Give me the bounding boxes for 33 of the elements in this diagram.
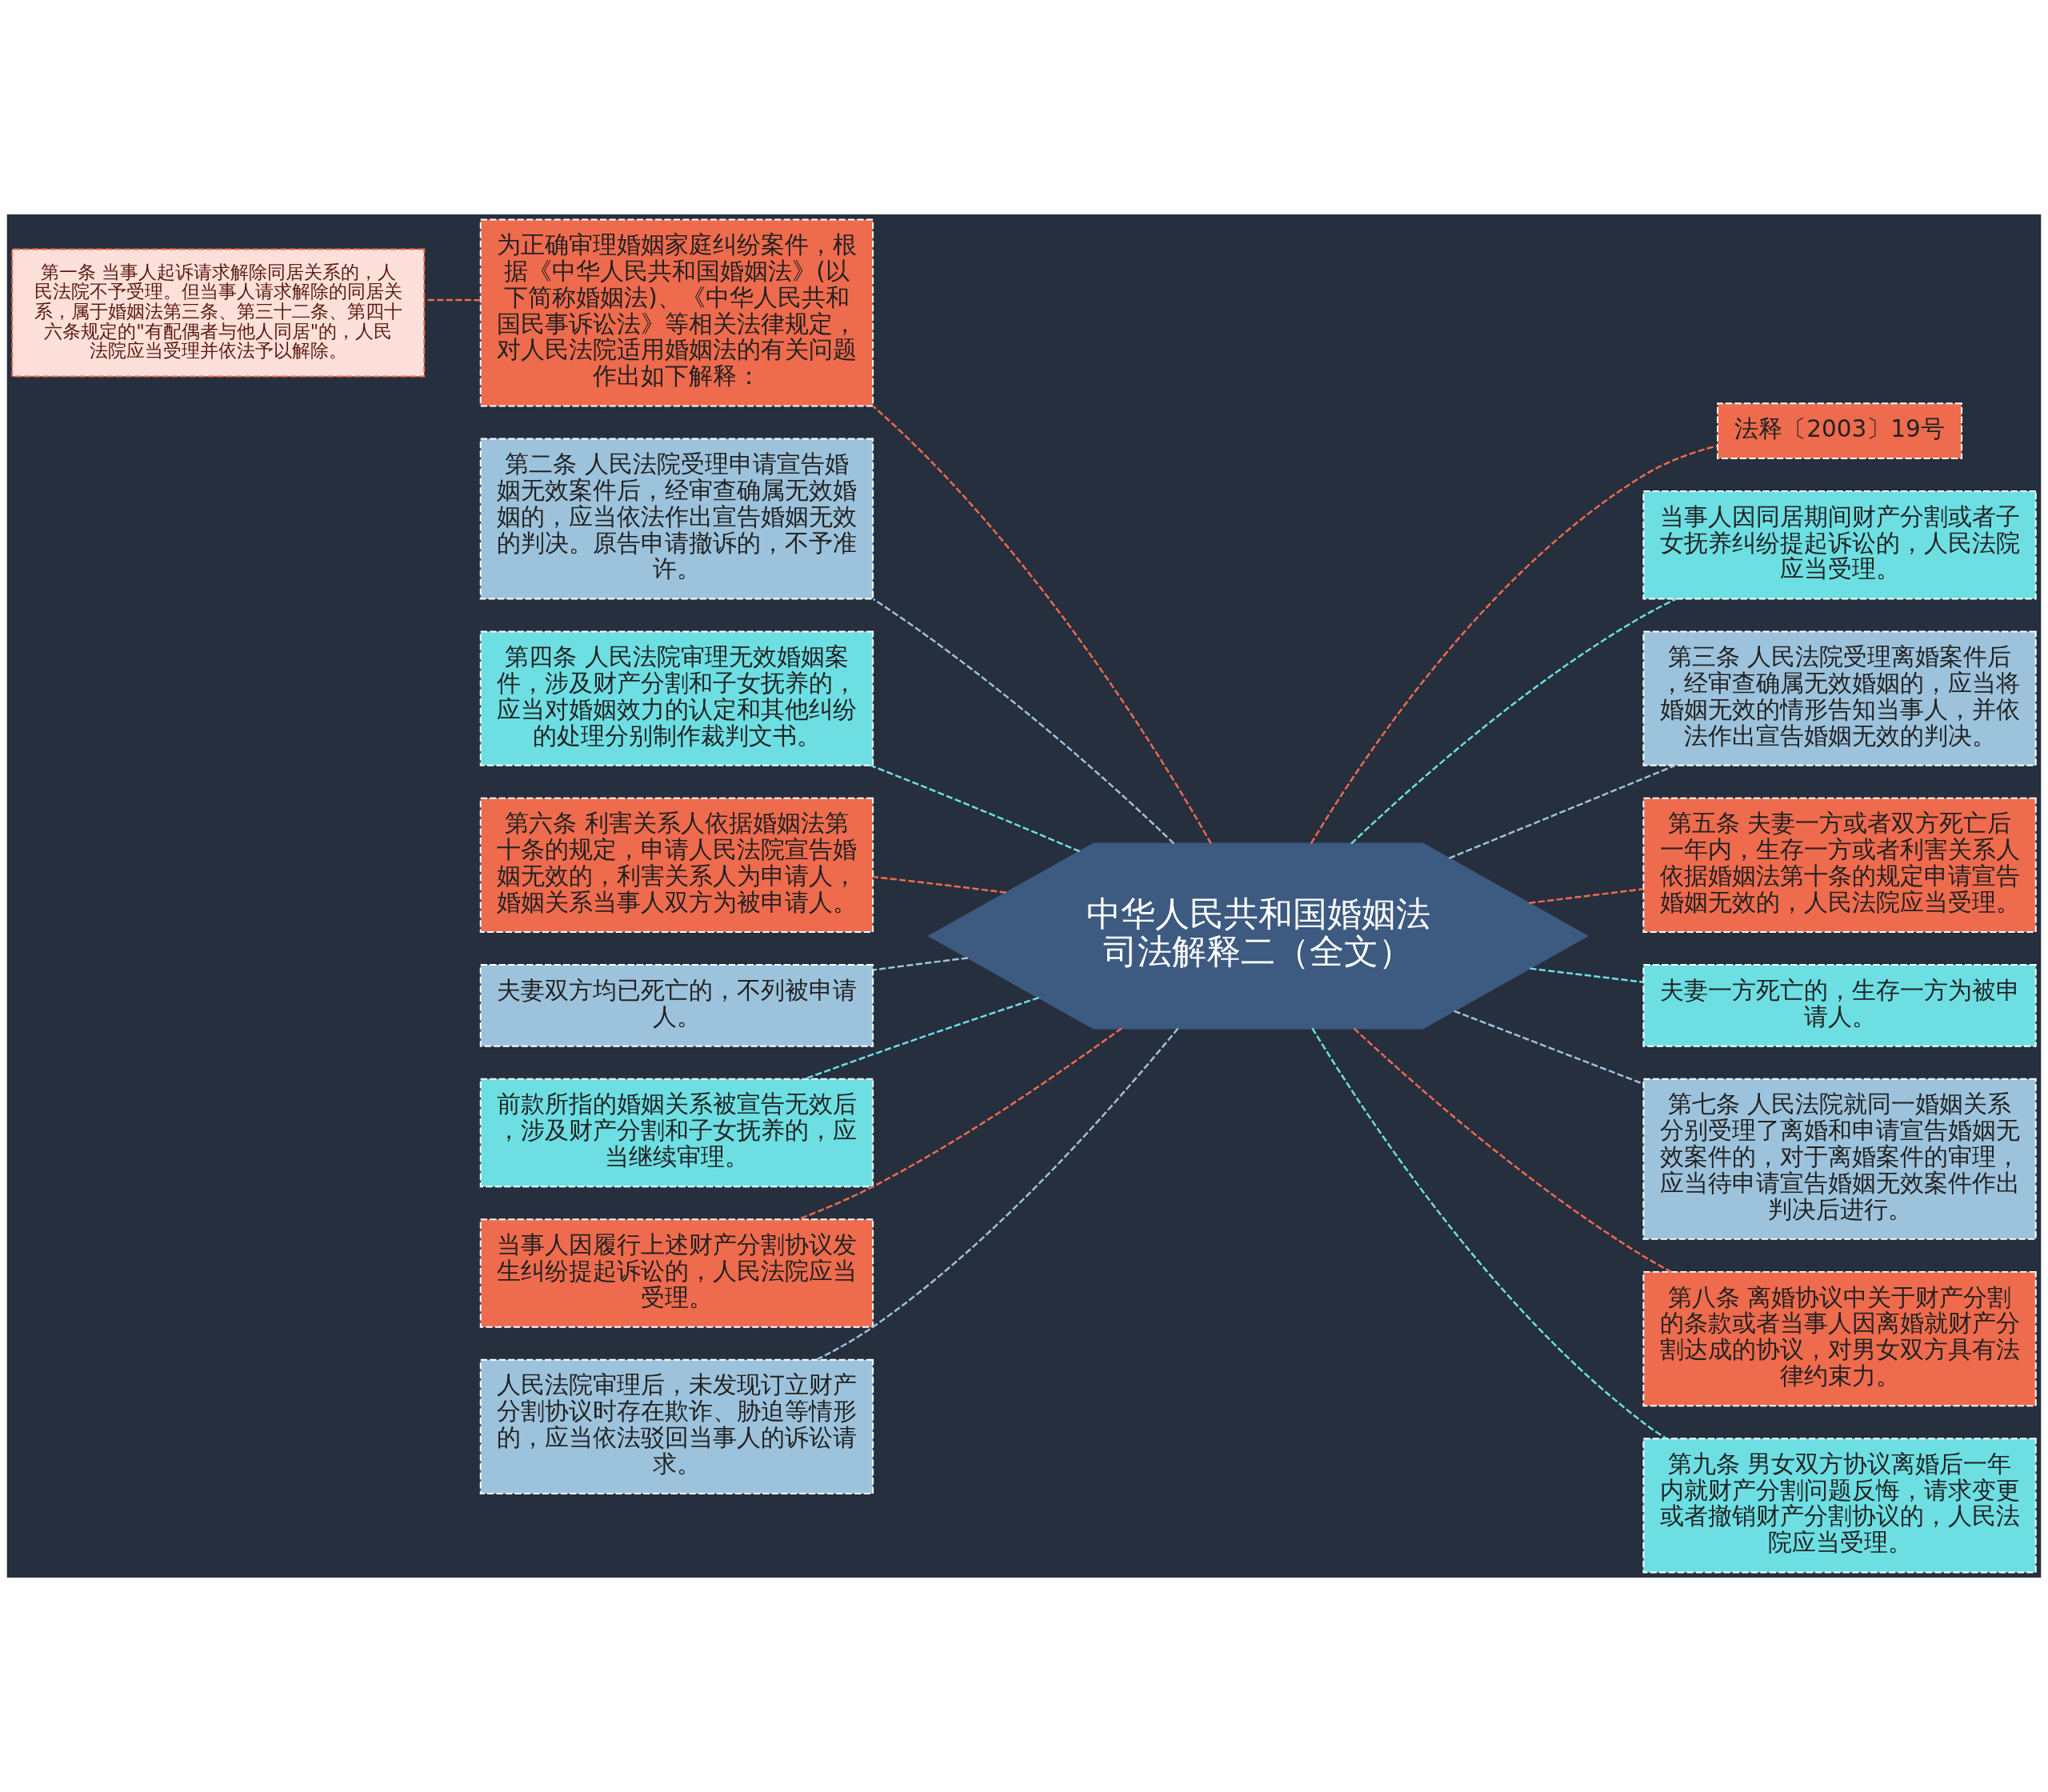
connector	[873, 406, 1212, 845]
node-box: 夫妻双方均已死亡的，不列被申请人。	[479, 964, 874, 1047]
node-box: 第五条 夫妻一方或者双方死亡后一年内，生存一方或者利害关系人依据婚姻法第十条的规定申请宣告婚姻无效的，人民法院应当受理。	[1642, 797, 2037, 934]
connector	[870, 764, 1081, 853]
connector	[873, 875, 1006, 894]
connector	[1311, 1027, 1667, 1439]
node-box: 第九条 男女双方协议离婚后一年内就财产分割问题反悔，请求变更或者撤销财产分割协议的，人民法院应当受理。	[1642, 1438, 2037, 1574]
connector	[804, 996, 1039, 1080]
node-box: 第三条 人民法院受理离婚案件后，经审查确属无效婚姻的，应当将婚姻无效的情形告知当事人，并依法作出宣告婚姻无效的判决。	[1642, 630, 2037, 766]
node-box: 法释〔2003〕19号	[1717, 402, 1963, 460]
node-box: 第四条 人民法院审理无效婚姻案件，涉及财产分割和子女抚养的，应当对婚姻效力的认定和其他纠纷的处理分别制作裁判文书。	[479, 630, 874, 766]
connector	[816, 1027, 1179, 1361]
connector	[1448, 764, 1676, 859]
node-box: 当事人因同居期间财产分割或者子女抚养纠纷提起诉讼的，人民法院应当受理。	[1642, 490, 2037, 600]
connector	[1350, 598, 1677, 845]
node-box: 为正确审理婚姻家庭纠纷案件，根据《中华人民共和国婚姻法》(以下简称婚姻法)、《中华人民共和国民事诉讼法》等相关法律规定，对人民法院适用婚姻法的有关问题作出如下解释：	[479, 218, 874, 407]
node-box: 第一条 当事人起诉请求解除同居关系的，人民法院不予受理。但当事人请求解除的同居关系，属于婚姻法第三条、第三十二条、第四十六条规定的"有配偶者与他人同居"的，人民法院应当受理并依法予以解除。	[11, 248, 426, 378]
node-box: 第七条 人民法院就同一婚姻关系分别受理了离婚和申请宣告婚姻无效案件的，对于离婚案件的审理，应当待申请宣告婚姻无效案件作出判决后进行。	[1642, 1078, 2037, 1240]
connector	[1530, 967, 1644, 983]
connector	[1353, 1027, 1672, 1273]
node-box: 第六条 利害关系人依据婚姻法第十条的规定，申请人民法院宣告婚姻无效的，利害关系人为申请人，婚姻关系当事人双方为被申请人。	[479, 797, 874, 934]
connector	[1454, 1010, 1644, 1085]
node-box: 夫妻一方死亡的，生存一方为被申请人。	[1642, 964, 2037, 1047]
connector	[1529, 888, 1644, 904]
node-box: 前款所指的婚姻关系被宣告无效后，涉及财产分割和子女抚养的，应当继续审理。	[479, 1078, 874, 1188]
node-box: 当事人因履行上述财产分割协议发生纠纷提起诉讼的，人民法院应当受理。	[479, 1218, 874, 1328]
connector	[873, 598, 1175, 845]
node-box: 人民法院审理后，未发现订立财产分割协议时存在欺诈、胁迫等情形的，应当依法驳回当事人的诉讼请求。	[479, 1358, 874, 1495]
connector	[798, 1027, 1122, 1221]
node-box: 第八条 离婚协议中关于财产分割的条款或者当事人因离婚就财产分割达成的协议，对男女双方具有法律约束力。	[1642, 1270, 2037, 1407]
connector	[1310, 445, 1718, 845]
node-box: 第二条 人民法院受理申请宣告婚姻无效案件后，经审查确属无效婚姻的，应当依法作出宣告婚姻无效的判决。原告申请撤诉的，不予准许。	[479, 438, 874, 600]
connector	[873, 957, 969, 971]
